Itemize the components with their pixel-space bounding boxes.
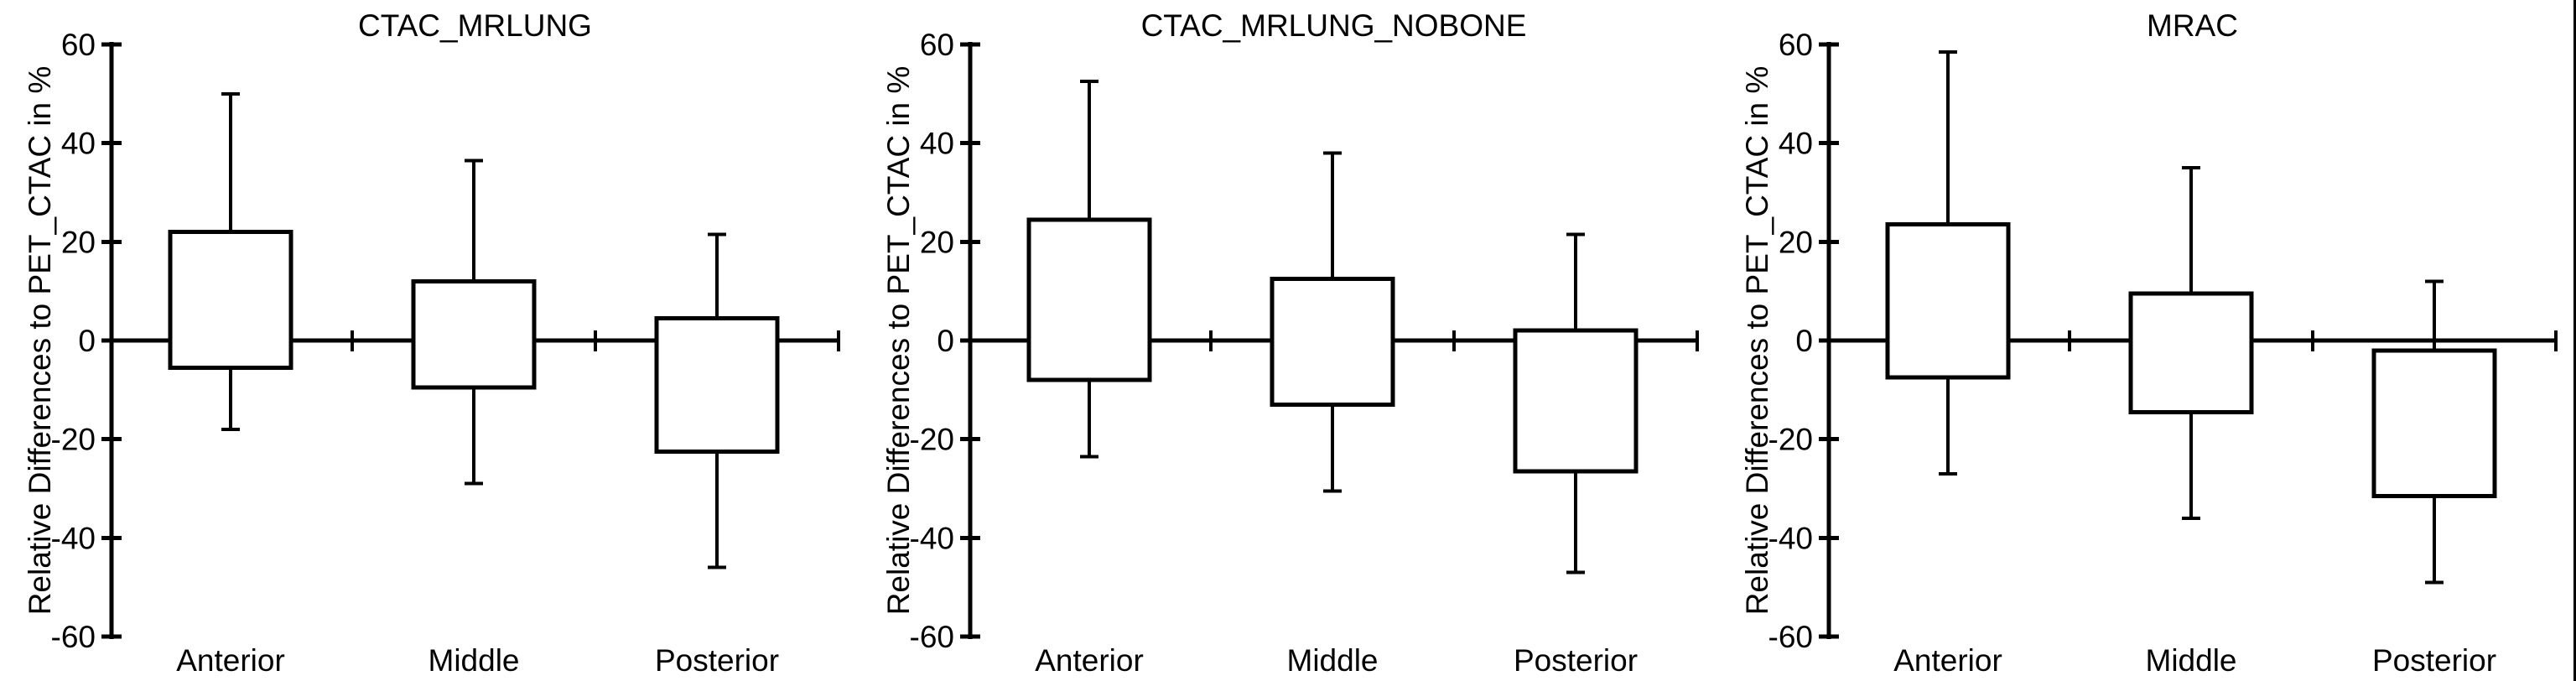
y-tick-label: -60 bbox=[910, 620, 954, 654]
y-tick-label: 20 bbox=[61, 225, 96, 259]
y-tick-label: 40 bbox=[61, 127, 96, 161]
category-label: Anterior bbox=[1035, 643, 1144, 678]
box-rect bbox=[1026, 217, 1152, 382]
panel-title: MRAC bbox=[2147, 8, 2238, 43]
figure-right-border bbox=[2573, 0, 2576, 681]
category-label: Anterior bbox=[176, 643, 285, 678]
y-tick-label: -20 bbox=[910, 423, 954, 457]
category-label: Middle bbox=[2146, 643, 2237, 678]
box-rect bbox=[168, 230, 293, 370]
box-rect bbox=[2128, 291, 2254, 414]
box-rect bbox=[411, 278, 537, 390]
y-tick-label: -40 bbox=[51, 521, 96, 555]
category-label: Posterior bbox=[1514, 643, 1638, 678]
y-tick-label: 0 bbox=[1795, 324, 1813, 358]
y-tick-label: -40 bbox=[1768, 521, 1813, 555]
y-tick-label: -60 bbox=[1768, 620, 1813, 654]
category-label: Middle bbox=[428, 643, 520, 678]
y-tick-label: 20 bbox=[920, 225, 954, 259]
y-tick-label: -20 bbox=[1768, 423, 1813, 457]
y-tick-label: 40 bbox=[1779, 127, 1813, 161]
box-rect bbox=[1885, 222, 2011, 380]
y-tick-label: -40 bbox=[910, 521, 954, 555]
y-axis-label: Relative Differences to PET_CTAC in % bbox=[1740, 66, 1774, 616]
box-rect bbox=[654, 316, 780, 454]
category-label: Anterior bbox=[1893, 643, 2002, 678]
panel-title: CTAC_MRLUNG bbox=[358, 8, 592, 43]
y-tick-label: 60 bbox=[1779, 28, 1813, 62]
category-label: Posterior bbox=[2372, 643, 2496, 678]
y-tick-label: 60 bbox=[920, 28, 954, 62]
y-axis-label: Relative Differences to PET_CTAC in % bbox=[23, 66, 57, 616]
y-tick-label: -20 bbox=[51, 423, 96, 457]
category-label: Posterior bbox=[655, 643, 779, 678]
y-tick-label: 60 bbox=[61, 28, 96, 62]
y-tick-label: 0 bbox=[78, 324, 96, 358]
y-tick-label: -60 bbox=[51, 620, 96, 654]
y-axis-label: Relative Differences to PET_CTAC in % bbox=[881, 66, 916, 616]
panel-title: CTAC_MRLUNG_NOBONE bbox=[1141, 8, 1527, 43]
y-tick-label: 40 bbox=[920, 127, 954, 161]
box-rect bbox=[1513, 328, 1639, 474]
y-tick-label: 20 bbox=[1779, 225, 1813, 259]
y-tick-label: 0 bbox=[937, 324, 954, 358]
category-label: Middle bbox=[1287, 643, 1379, 678]
box-rect bbox=[1270, 276, 1395, 407]
box-rect bbox=[2371, 348, 2497, 498]
